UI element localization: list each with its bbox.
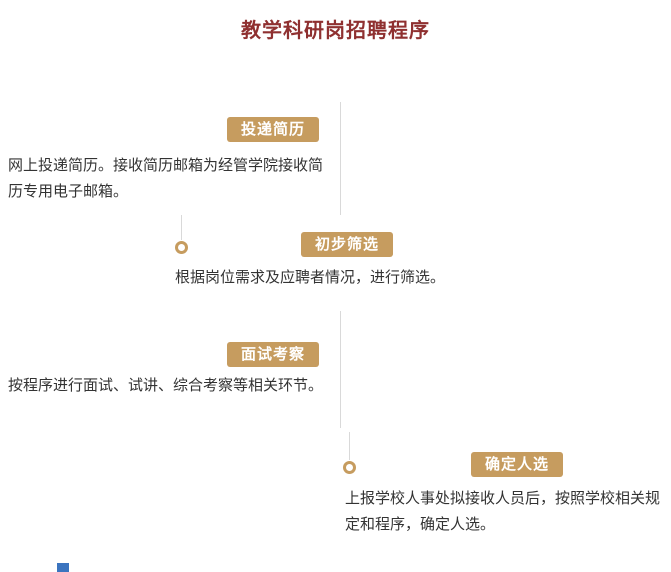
step-badge-initial-screening: 初步筛选 — [301, 232, 394, 257]
step-description-submit-resume: 网上投递简历。接收简历邮箱为经管学院接收简历专用电子邮箱。 — [8, 156, 324, 200]
step-badge-final-selection: 确定人选 — [471, 452, 564, 477]
timeline-dot-final-selection — [343, 461, 356, 474]
step-badge-submit-resume: 投递简历 — [227, 117, 320, 142]
timeline-connector-4 — [349, 432, 350, 460]
timeline-dot-initial-screening — [175, 241, 188, 254]
cropped-blue-fragment — [57, 563, 69, 572]
step-badge-interview: 面试考察 — [227, 342, 320, 367]
timeline-connector-2 — [181, 215, 182, 240]
step-description-interview: 按程序进行面试、试讲、综合考察等相关环节。 — [8, 376, 324, 394]
page-title: 教学科研岗招聘程序 — [241, 18, 430, 42]
step-description-initial-screening: 根据岗位需求及应聘者情况，进行筛选。 — [175, 268, 446, 286]
timeline-connector-1 — [340, 102, 341, 215]
timeline-connector-3 — [340, 311, 341, 428]
step-description-final-selection: 上报学校人事处拟接收人员后，按照学校相关规定和程序，确定人选。 — [345, 489, 661, 533]
